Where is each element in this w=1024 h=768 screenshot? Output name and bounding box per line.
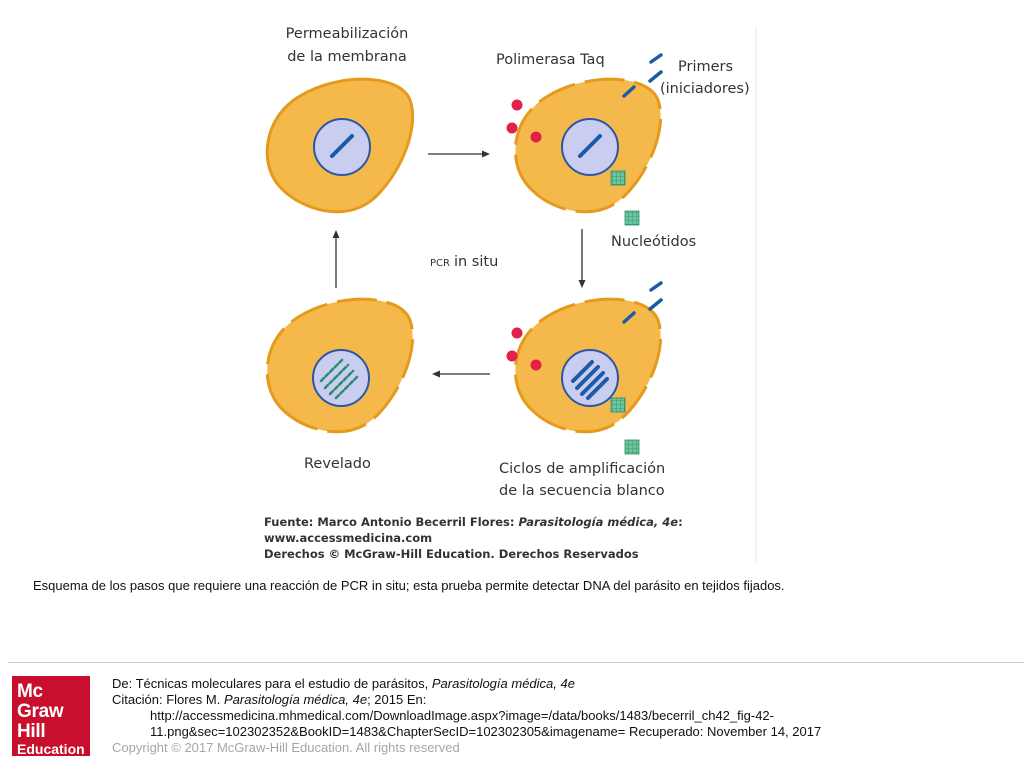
primer-icon [648,298,663,311]
citation-line: Citación: Flores M. Parasitología médica… [112,692,427,707]
nucleotide-icon [624,439,640,455]
arrow-down [578,229,586,288]
cell-revealed [265,297,415,434]
source-rights: Derechos © McGraw-Hill Education. Derech… [264,547,639,561]
primer-icon [649,53,663,64]
taq-polymerase-icon [511,327,523,339]
citation-url-1[interactable]: http://accessmedicina.mhmedical.com/Down… [150,708,774,723]
arrow-left [432,370,490,378]
mcgraw-hill-logo: Mc Graw Hill Education [12,676,90,756]
cell-reagents [513,77,663,214]
dna-strand [578,134,602,158]
label-primers-1: Primers [678,59,733,75]
taq-polymerase-icon [506,122,518,134]
label-nucleotides: Nucleótidos [611,234,696,250]
nucleus [312,349,370,407]
cell-permeabilization [265,77,415,214]
nucleotide-icon [624,210,640,226]
citation-url-2[interactable]: 11.png&sec=102302352&BookID=1483&Chapter… [150,724,822,739]
arrow-right [428,150,490,158]
taq-polymerase-icon [511,99,523,111]
dna-strand [330,134,354,158]
figure-caption: Esquema de los pasos que requiere una re… [33,578,785,593]
primer-icon [622,85,636,98]
taq-polymerase-icon [530,131,542,143]
pcr-in-situ-diagram: Permeabilización de la membrana Polimera… [264,26,757,562]
label-cycles-1: Ciclos de amplificación [499,461,665,477]
footer-divider [8,662,1024,663]
nucleotide-icon [610,397,626,413]
primer-icon [622,311,636,324]
source-line: Fuente: Marco Antonio Becerril Flores:Pa… [264,515,683,529]
label-polymerase: Polimerasa Taq [496,52,605,68]
arrow-up [332,230,340,288]
taq-polymerase-icon [506,350,518,362]
copyright-notice: Copyright © 2017 McGraw-Hill Education. … [112,740,460,755]
primer-icon [649,281,663,292]
cell-amplification [513,297,663,434]
label-permeabilization-1: Permeabilización [286,26,409,42]
source-url: www.accessmedicina.com [264,531,432,545]
revealed-dna [319,358,359,400]
amplified-dna [571,360,609,400]
label-permeabilization-2: de la membrana [287,49,407,65]
nucleotide-icon [610,170,626,186]
nucleus [561,349,619,407]
label-revealed: Revelado [304,456,371,472]
primer-icon [648,70,663,83]
label-cycles-2: de la secuencia blanco [499,483,665,499]
citation-block: De: Técnicas moleculares para el estudio… [112,676,821,756]
label-primers-2: (iniciadores) [660,81,750,97]
taq-polymerase-icon [530,359,542,371]
source-chapter: De: Técnicas moleculares para el estudio… [112,676,575,691]
